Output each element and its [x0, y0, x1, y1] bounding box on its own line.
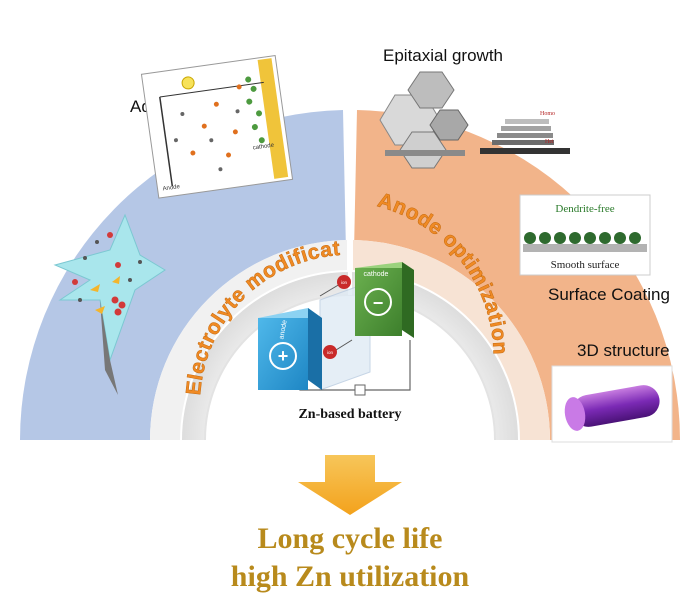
zn-deposition-sketch	[53, 213, 166, 395]
cathode-minus-icon	[364, 288, 392, 316]
svg-text:Smooth surface: Smooth surface	[551, 259, 620, 271]
structure-3d-label: 3D structure	[577, 341, 670, 360]
lightbulb-icon	[181, 76, 195, 90]
battery-illustration: + anode − cathode ion ion	[258, 262, 414, 396]
svg-text:Dendrite-free: Dendrite-free	[555, 203, 614, 215]
svg-text:Homo: Homo	[540, 111, 555, 117]
epitaxial-label: Epitaxial growth	[383, 46, 503, 65]
battery-caption: Zn-based battery	[298, 407, 401, 422]
svg-text:Het: Het	[545, 139, 554, 145]
result-line-2: high Zn utilization	[230, 560, 470, 593]
svg-text:ion: ion	[341, 280, 348, 285]
anode-plus-icon	[269, 342, 297, 370]
svg-text:cathode: cathode	[364, 271, 389, 278]
result-line-1: Long cycle life	[257, 522, 443, 555]
epitaxial-stack: Homo Het	[480, 111, 570, 154]
coating-diagram: Dendrite-free Smooth surface	[519, 194, 651, 276]
svg-text:ion: ion	[327, 350, 334, 355]
surface-coating-label: Surface Coating	[548, 285, 670, 304]
svg-text:Anode: Anode	[162, 184, 181, 192]
arrow-down-icon	[298, 455, 402, 515]
svg-text:cathode: cathode	[252, 143, 275, 152]
svg-text:−: −	[373, 293, 384, 313]
epitaxial-hexagons	[379, 71, 469, 169]
ion-sphere-icon	[337, 275, 351, 289]
svg-text:+: +	[278, 346, 289, 366]
additive-diagram: Anode cathode	[140, 54, 294, 199]
structure-3d-image	[551, 365, 673, 443]
svg-text:anode: anode	[278, 319, 288, 339]
